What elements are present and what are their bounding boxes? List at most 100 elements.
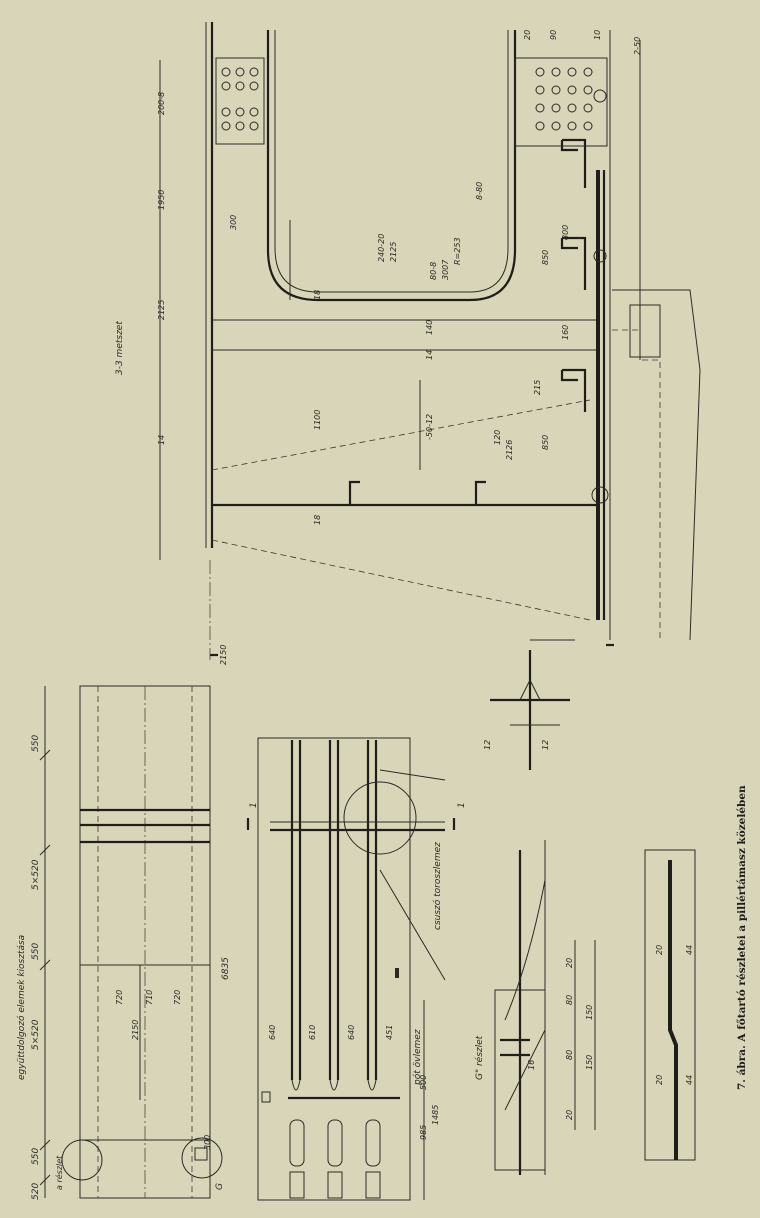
bearing-block (629, 304, 661, 358)
dim-2126: 2126 (505, 440, 514, 460)
end-plate (514, 57, 608, 147)
small-mark (395, 968, 399, 978)
dim-tick (39, 749, 51, 761)
detail-g-circle (181, 1137, 223, 1179)
dim-tick (39, 1174, 51, 1186)
dim-300-sec: 300 (229, 215, 238, 230)
stiffener-tab (348, 480, 360, 505)
dim-20-q: 20 (655, 1075, 664, 1085)
profile-plate (668, 860, 678, 1160)
dim-300: 300 (203, 1135, 212, 1150)
bolt-group (327, 1119, 343, 1167)
section-title: 3-3 metszet (115, 321, 125, 375)
dim-1100: 1100 (313, 410, 322, 430)
dim-451: 451 (385, 1025, 394, 1040)
angle-cleat (560, 236, 587, 290)
pier-outline (612, 329, 661, 640)
dim-550-a: 550 (31, 1148, 41, 1165)
plate-end (291, 1079, 301, 1091)
cut-mark-bottom: 1 (457, 802, 467, 808)
dim-tick (39, 1139, 51, 1151)
dim-550-c: 550 (31, 735, 41, 752)
dim-850-a: 850 (541, 250, 550, 265)
dim-50-12: -50-12 (425, 414, 434, 440)
section-3-3-view: 3-3 metszet 200-8 1950 2125 14 300 1100 … (115, 22, 701, 665)
figure-caption: 7. ábra. A főtartó részletei a pillértám… (735, 785, 748, 1090)
weld-bead (519, 678, 541, 701)
detail-g-mark: G (215, 1183, 225, 1190)
splice-plate (215, 57, 265, 145)
haunch-line (211, 399, 591, 471)
dim-80-a: 80 (565, 1050, 574, 1060)
dim-12-b: 12 (541, 740, 550, 750)
dim-10: 10 (593, 30, 602, 40)
dim-8-80: 8-80 (475, 182, 484, 200)
dim-20-top: 20 (523, 30, 532, 40)
bearing-pin (593, 249, 607, 263)
plate-end (367, 1079, 377, 1091)
dim-1485: 1485 (431, 1105, 440, 1125)
flange-profile-view: 20 44 20 44 (644, 849, 696, 1161)
module-a: 5×520 (31, 1019, 41, 1050)
floor-plate-label: pót övlemez (412, 1029, 423, 1086)
dim-640-b: 640 (347, 1025, 356, 1040)
profile-outline (644, 849, 696, 1161)
flange-plan-view: 1 1 640 610 640 451 pót övlemez csuszó t… (246, 737, 467, 1201)
dim-800: 800 (561, 225, 570, 240)
plate-end (329, 1079, 339, 1091)
dim-710: 710 (145, 990, 154, 1005)
dim-850-b: 850 (541, 435, 550, 450)
dim-44-a: 44 (685, 945, 694, 955)
plate-marker (194, 1147, 208, 1161)
dim-12-a: 12 (483, 740, 492, 750)
small-plate (261, 1091, 271, 1103)
module-b: 5×520 (31, 859, 41, 890)
bolt-group (289, 1119, 305, 1167)
detail-g-taper (504, 1029, 546, 1111)
dim-2150-sec: 2150 (219, 645, 228, 665)
leader-line (379, 769, 446, 781)
box-web (266, 30, 517, 302)
dim-150-a: 150 (585, 1055, 594, 1070)
dim-610: 610 (308, 1025, 317, 1040)
dim-120: 120 (493, 430, 502, 445)
dim-140: 140 (425, 320, 434, 335)
bearing-pin (591, 486, 609, 504)
dim-720-a: 720 (115, 990, 124, 1005)
dim-16: 16 (527, 1060, 536, 1070)
bolt-pattern (221, 67, 259, 131)
dim-14-a: 14 (157, 435, 166, 445)
dim-3007: 3007 (441, 259, 450, 280)
detail-g-view: G" részlet 80 80 150 150 20 20 16 (474, 840, 596, 1175)
leader-line (379, 869, 446, 981)
dim-r253: R=253 (453, 237, 462, 265)
dim-1950: 1950 (157, 190, 166, 210)
haunch-line (211, 539, 591, 621)
dim-240-20: 240-20 (377, 234, 386, 262)
dim-640: 640 (268, 1025, 277, 1040)
main-span: 6835 (221, 957, 231, 980)
weld-detail-view: 12 12 (483, 639, 575, 770)
dim-200-8: 200-8 (157, 92, 166, 115)
dim-20-p: 20 (655, 945, 664, 955)
dim-520: 520 (31, 1183, 41, 1200)
dim-14-b: 14 (425, 350, 434, 360)
dim-985: 985 (419, 1125, 428, 1140)
dim-80-8: 80-8 (429, 262, 438, 280)
dim-150-b: 150 (585, 1005, 594, 1020)
bolt-group (365, 1119, 381, 1167)
dim-550-b: 550 (31, 943, 41, 960)
bolt-group (365, 1171, 381, 1199)
dim-tick (39, 844, 51, 856)
dim-2125-b: 2125 (389, 242, 398, 262)
detail-g-taper (504, 879, 546, 1021)
dim-18-b: 18 (313, 515, 322, 525)
pier-outline (612, 289, 701, 641)
dim-44-b: 44 (685, 1075, 694, 1085)
bolt-group (289, 1171, 305, 1199)
dim-2125-a: 2125 (157, 300, 166, 320)
bolt-group (327, 1171, 343, 1199)
dim-500: 500 (419, 1075, 428, 1090)
